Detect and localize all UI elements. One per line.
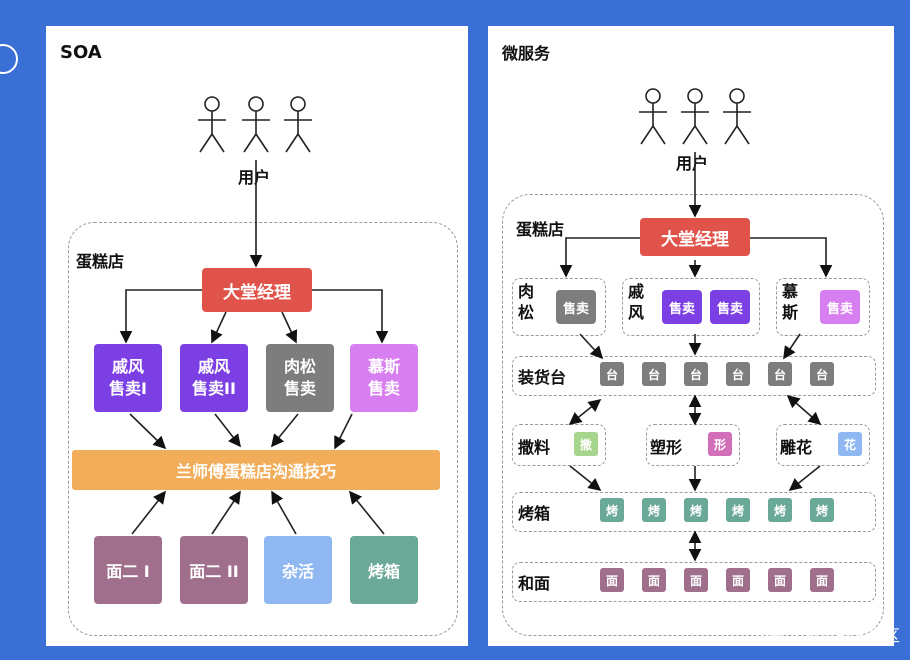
micro-sell-tile: 售卖: [820, 290, 860, 324]
connector-arrow: [783, 333, 801, 360]
connector-arrow: [270, 413, 299, 448]
connector-arrow: [559, 237, 640, 278]
micro-row-tile: 烤: [684, 498, 708, 522]
micro-row-tile: 烤: [600, 498, 624, 522]
soa-shop-boundary: [68, 222, 458, 636]
connector-arrow: [568, 399, 602, 425]
micro-station-sprinkle: [512, 424, 606, 466]
soa-worker-box: 烤箱: [350, 536, 418, 604]
connector-arrow: [271, 490, 297, 535]
micro-row-tile: 烤: [642, 498, 666, 522]
micro-row-tile: 面: [726, 568, 750, 592]
micro-group-mousse: [776, 278, 870, 336]
micro-station-tile: 花: [838, 432, 862, 456]
micro-sell-tile: 售卖: [662, 290, 702, 324]
micro-row-tile: 面: [642, 568, 666, 592]
micro-station-carve: [776, 424, 870, 466]
connector-arrow: [129, 413, 167, 450]
micro-shop-boundary: [502, 194, 884, 636]
soa-seller-box: 慕斯 售卖: [350, 344, 418, 412]
micro-row-tile: 台: [600, 362, 624, 386]
user-figure-icon: [198, 96, 226, 153]
micro-group-label: 戚 风: [628, 282, 645, 322]
user-figure-icon: [242, 96, 270, 153]
connector-arrow: [281, 311, 298, 344]
micro-sell-tile: 售卖: [556, 290, 596, 324]
soa-worker-box: 面二 I: [94, 536, 162, 604]
user-figure-icon: [681, 88, 709, 145]
connector-arrow: [119, 289, 202, 344]
micro-group-chiffon: [622, 278, 760, 336]
soa-worker-box: 杂活: [264, 536, 332, 604]
soa-shop-label: 蛋糕店: [76, 252, 125, 271]
micro-station-tile: 撒: [574, 432, 598, 456]
micro-row-tile: 台: [684, 362, 708, 386]
micro-row-tile: 面: [768, 568, 792, 592]
micro-row-label: 烤箱: [518, 504, 551, 523]
connector-arrow: [312, 289, 389, 344]
micro-row-tile: 台: [642, 362, 666, 386]
connector-arrow: [334, 413, 353, 450]
user-figure-icon: [284, 96, 312, 153]
soa-manager-box: 大堂经理: [202, 268, 312, 312]
micro-row-tile: 台: [768, 362, 792, 386]
soa-title: SOA: [60, 42, 102, 63]
micro-row-tile: 台: [726, 362, 750, 386]
micro-station-label: 撒料: [518, 438, 551, 457]
micro-row-tile: 烤: [726, 498, 750, 522]
micro-station-label: 塑形: [650, 438, 683, 457]
micro-group-label: 慕 斯: [782, 282, 799, 322]
connector-arrow: [786, 394, 822, 426]
micro-row-label: 装货台: [518, 368, 567, 387]
micro-shop-label: 蛋糕店: [516, 220, 565, 239]
micro-title: 微服务: [502, 44, 551, 63]
micro-users-label: 用户: [676, 154, 709, 173]
soa-seller-box: 肉松 售卖: [266, 344, 334, 412]
connector-arrow: [211, 490, 241, 535]
micro-group-pork-floss: [512, 278, 606, 336]
micro-manager-box: 大堂经理: [640, 218, 750, 256]
connector-arrow: [750, 237, 833, 278]
micro-row-tile: 烤: [810, 498, 834, 522]
micro-row-tile: 面: [810, 568, 834, 592]
connector-arrow: [788, 465, 821, 491]
micro-row-tile: 面: [600, 568, 624, 592]
micro-row-tile: 面: [684, 568, 708, 592]
soa-panel: SOA 用户 蛋糕店 大堂经理 戚风 售卖I 戚风 售卖II 肉松 售卖 慕斯 …: [46, 26, 468, 646]
user-figure-icon: [723, 88, 751, 145]
soa-users-label: 用户: [238, 168, 271, 187]
connector-arrow: [569, 465, 602, 491]
connector-arrow: [348, 490, 385, 535]
micro-row-tile: 烤: [768, 498, 792, 522]
user-figures: [198, 88, 751, 153]
micro-row-tile: 台: [810, 362, 834, 386]
micro-station-label: 雕花: [780, 438, 813, 457]
soa-worker-box: 面二 II: [180, 536, 248, 604]
soa-seller-box: 戚风 售卖I: [94, 344, 162, 412]
user-figure-icon: [639, 88, 667, 145]
connector-arrow: [131, 490, 166, 535]
connector-arrow: [210, 311, 227, 344]
micro-group-label: 肉 松: [518, 282, 535, 322]
micro-row-label: 和面: [518, 574, 551, 593]
connector-arrow: [214, 413, 241, 448]
micro-sell-tile: 售卖: [710, 290, 750, 324]
micro-station-tile: 形: [708, 432, 732, 456]
watermark: @稀土掘金技术社区: [755, 626, 900, 645]
micro-row-dough: [512, 562, 876, 602]
soa-communication-bus: 兰师傅蛋糕店沟通技巧: [72, 450, 440, 490]
connector-arrow: [579, 333, 604, 360]
soa-seller-box: 戚风 售卖II: [180, 344, 248, 412]
